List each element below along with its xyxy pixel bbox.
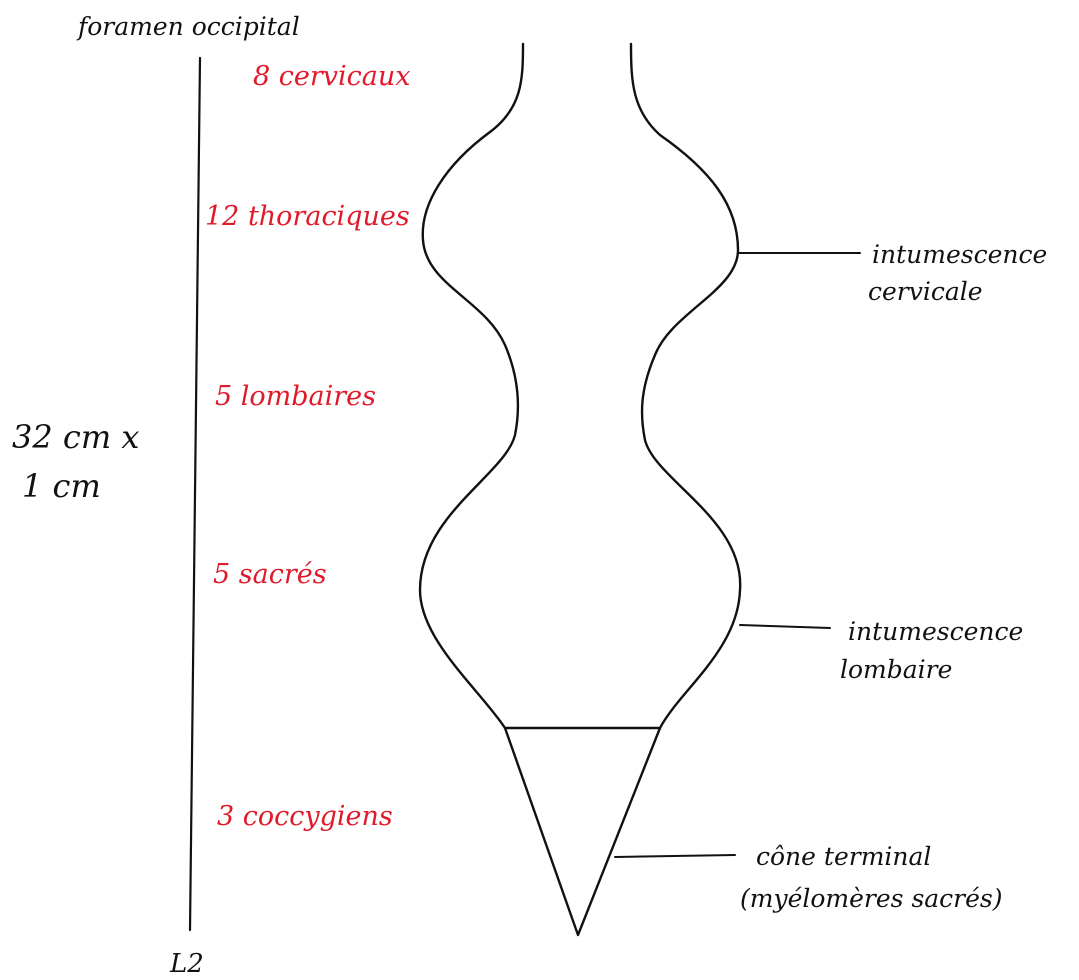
cervical-enlargement-label-line1: intumescence	[872, 240, 1047, 269]
cone-leader-line	[615, 855, 735, 857]
segment-label-sacres: 5 sacrés	[213, 559, 327, 590]
lumbar-enlargement-label-line2: lombaire	[840, 655, 952, 684]
conus-label-line2: (myélomères sacrés)	[740, 884, 1003, 913]
spinal-cord-left-outline	[420, 44, 523, 728]
cervical-enlargement-label-line2: cervicale	[868, 277, 983, 306]
conus-label-line1: cône terminal	[756, 842, 931, 871]
segment-label-cervicaux: 8 cervicaux	[253, 61, 411, 92]
segment-label-coccygiens: 3 coccygiens	[217, 801, 393, 832]
l2-label: L2	[169, 949, 204, 979]
segment-label-lombaires: 5 lombaires	[215, 381, 376, 412]
foramen-occipital-label: foramen occipital	[76, 12, 300, 41]
segment-label-thoraciques: 12 thoraciques	[205, 201, 410, 232]
conus-terminal-outline	[505, 728, 660, 935]
lumbar-leader-line	[740, 625, 830, 628]
dimension-label-line2: 1 cm	[22, 467, 101, 505]
lumbar-enlargement-label-line1: intumescence	[848, 617, 1023, 646]
dimension-label-line1: 32 cm x	[12, 418, 139, 456]
length-axis-line	[190, 58, 200, 930]
spinal-cord-right-outline	[631, 44, 740, 728]
